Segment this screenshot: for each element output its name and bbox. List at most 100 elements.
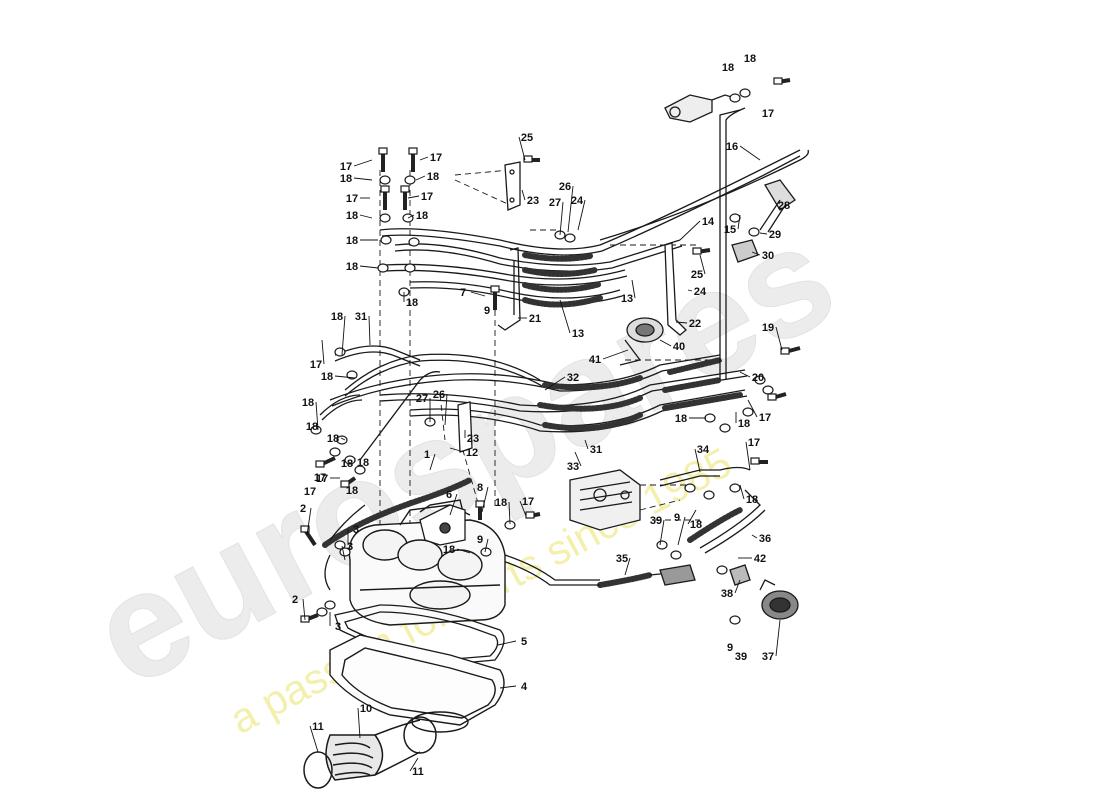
bracket-23-lower: [457, 401, 473, 453]
callout-c18o: 18: [346, 485, 358, 497]
callout-c31b: 31: [590, 444, 602, 456]
leader-c4: [499, 685, 517, 689]
leader-c22: [675, 321, 688, 324]
washer-24: [748, 227, 760, 237]
leader-c33: [574, 451, 582, 467]
leader-c31b: [584, 439, 589, 450]
bolt-head-3: [400, 185, 410, 193]
watermark-brand: eurospares: [66, 190, 859, 718]
callout-c9b: 9: [477, 534, 483, 546]
leader-c17j: [519, 500, 527, 517]
leader-c14: [679, 220, 701, 241]
leader-c17d: [407, 195, 420, 199]
bolt-head-11: [300, 525, 310, 533]
callout-c18t: 18: [690, 519, 702, 531]
washer-17: [742, 407, 754, 417]
leader-c27a: [559, 201, 564, 236]
callout-c3c: 3: [335, 621, 341, 633]
leader-c20: [739, 371, 751, 378]
callout-c5: 5: [521, 636, 527, 648]
callout-c20: 20: [752, 372, 764, 384]
callout-c40: 40: [673, 341, 685, 353]
bolt-head-2: [380, 185, 390, 193]
intake-bellows-10: [303, 716, 437, 789]
valve-37: [759, 579, 799, 620]
callout-c18l: 18: [302, 397, 314, 409]
washer-19: [762, 385, 774, 395]
bolt-head-8: [750, 457, 760, 465]
callout-c23a: 23: [527, 195, 539, 207]
washer-7: [404, 263, 416, 273]
callout-c29: 29: [769, 229, 781, 241]
leader-c8: [481, 486, 489, 513]
leader-c10: [357, 707, 361, 739]
bolt-head-16: [767, 393, 777, 401]
callout-c26b: 26: [433, 389, 445, 401]
leader-c37: [775, 619, 781, 657]
callout-c17a: 17: [340, 161, 352, 173]
leader-c36: [751, 534, 758, 539]
nut-30: [731, 239, 759, 263]
lower-pipe-bundle: [329, 353, 748, 433]
callout-c17h: 17: [304, 486, 316, 498]
callout-c17e: 17: [759, 412, 771, 424]
washer-38: [729, 483, 741, 493]
leader-c39a: [659, 519, 665, 546]
callout-c18r: 18: [495, 497, 507, 509]
bracket-22: [664, 242, 687, 336]
leader-c38: [734, 579, 741, 594]
leader-c24a: [577, 199, 586, 231]
washer-33: [729, 615, 741, 625]
leader-c30: [751, 251, 761, 256]
callout-c39b: 39: [735, 651, 747, 663]
callout-c18a: 18: [340, 173, 352, 185]
bracket-21: [497, 247, 521, 331]
callout-c19: 19: [762, 322, 774, 334]
leader-c18b: [415, 175, 426, 181]
callout-c17k: 17: [748, 437, 760, 449]
callout-c25a: 25: [521, 132, 533, 144]
leader-c18u: [456, 548, 471, 554]
washer-12: [336, 435, 348, 445]
callout-leaders: [302, 136, 783, 772]
leader-c18f: [359, 265, 379, 269]
washer-32: [716, 565, 728, 575]
washer-0: [379, 175, 391, 185]
callout-c18f: 18: [346, 261, 358, 273]
leader-c19: [775, 326, 783, 351]
bolt-head-5: [490, 285, 500, 293]
leader-c17e: [747, 399, 758, 418]
washer-11: [310, 425, 322, 435]
line-drawing: [303, 94, 809, 789]
callout-c27b: 27: [416, 393, 428, 405]
callout-c17i: 17: [314, 472, 326, 484]
callout-c3b: 3: [347, 541, 353, 553]
callout-c26a: 26: [559, 181, 571, 193]
leader-c18m: [340, 437, 346, 441]
callout-c39a: 39: [650, 515, 662, 527]
leader-c15: [737, 214, 741, 230]
callout-c27a: 27: [549, 197, 561, 209]
callout-c23b: 23: [467, 433, 479, 445]
bracket-23-upper: [504, 161, 521, 211]
callout-c6: 6: [446, 489, 452, 501]
leader-c2b: [302, 598, 306, 621]
callout-c35: 35: [616, 553, 628, 565]
leader-c13a: [631, 279, 636, 299]
leader-c18c: [359, 214, 373, 219]
callout-c9c: 9: [674, 512, 680, 524]
leader-c25a: [518, 136, 526, 161]
callout-c18k: 18: [321, 371, 333, 383]
bolt-head-15: [475, 500, 485, 508]
callout-c18d: 18: [416, 210, 428, 222]
callout-c3a: 3: [353, 524, 359, 536]
callout-c11a: 11: [312, 721, 324, 733]
leader-c16: [739, 145, 761, 161]
leader-c18j: [341, 315, 346, 356]
callout-c22: 22: [689, 318, 701, 330]
leader-c11a: [309, 725, 319, 753]
callout-c18c: 18: [346, 210, 358, 222]
callout-c18j: 18: [331, 311, 343, 323]
bolt-head-7: [780, 347, 790, 355]
